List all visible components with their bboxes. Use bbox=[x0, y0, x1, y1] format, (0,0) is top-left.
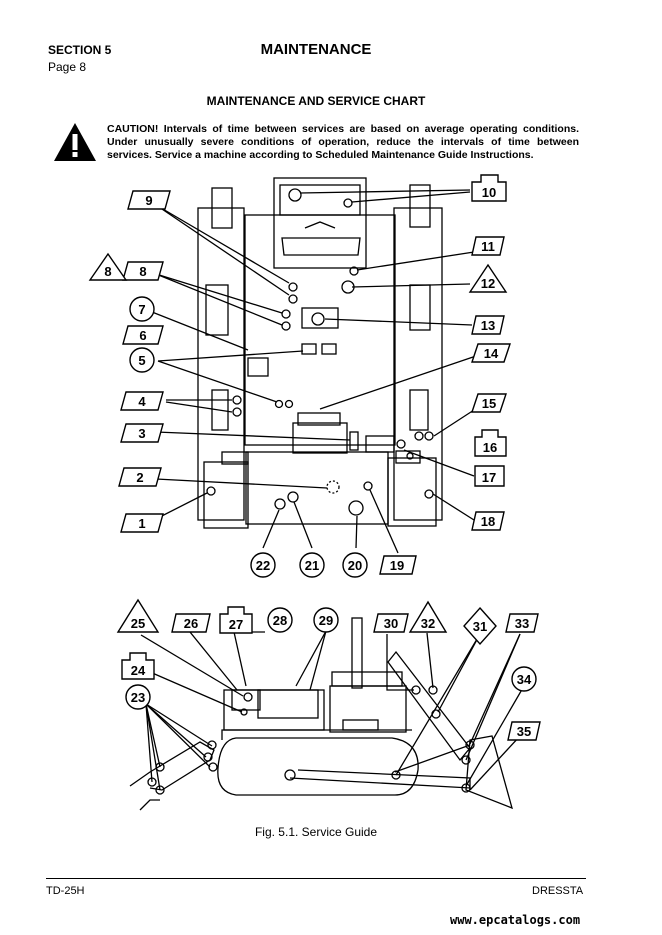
callout-32 bbox=[408, 600, 448, 633]
callout-4-text: 4 bbox=[138, 394, 146, 409]
callout-31 bbox=[463, 606, 497, 646]
callout-24 bbox=[121, 652, 155, 680]
callout-17-text: 17 bbox=[482, 470, 496, 485]
callout-15 bbox=[471, 393, 507, 413]
callout-29-text: 29 bbox=[319, 613, 333, 628]
callout-9-text: 9 bbox=[145, 193, 152, 208]
callout-8b bbox=[122, 261, 164, 281]
callout-30 bbox=[373, 613, 409, 633]
callout-13 bbox=[471, 315, 505, 335]
callout-7 bbox=[129, 296, 155, 322]
figure-caption: Fig. 5.1. Service Guide bbox=[254, 825, 378, 839]
callout-11-text: 11 bbox=[481, 239, 495, 254]
callout-23 bbox=[125, 684, 151, 710]
callout-27-text: 27 bbox=[229, 617, 243, 632]
callout-25-text: 25 bbox=[131, 616, 145, 631]
callout-27 bbox=[219, 606, 253, 634]
callout-9 bbox=[127, 190, 171, 210]
callout-5-text: 5 bbox=[138, 353, 145, 368]
callout-23-text: 23 bbox=[131, 690, 145, 705]
footer-brand: DRESSTA bbox=[532, 885, 584, 897]
callout-2-text: 2 bbox=[136, 470, 143, 485]
callout-8a bbox=[88, 252, 128, 281]
callout-14 bbox=[471, 343, 511, 363]
callout-33-text: 33 bbox=[515, 616, 529, 631]
callout-25 bbox=[116, 598, 160, 633]
footer-model: TD-25H bbox=[46, 885, 85, 897]
callout-20 bbox=[342, 552, 368, 578]
callout-2 bbox=[118, 467, 162, 487]
callout-21-text: 21 bbox=[305, 558, 319, 573]
callout-33 bbox=[505, 613, 539, 633]
callout-16-text: 16 bbox=[483, 440, 497, 455]
callout-28-text: 28 bbox=[273, 613, 287, 628]
callout-18-text: 18 bbox=[481, 514, 495, 529]
callout-13-text: 13 bbox=[481, 318, 495, 333]
callout-21 bbox=[299, 552, 325, 578]
callout-24-text: 24 bbox=[131, 663, 146, 678]
callout-32-text: 32 bbox=[421, 616, 435, 631]
page-number: Page 8 bbox=[48, 60, 87, 74]
callout-5 bbox=[129, 347, 155, 373]
callout-11 bbox=[471, 236, 505, 256]
callout-30-text: 30 bbox=[384, 616, 398, 631]
callout-10-text: 10 bbox=[482, 185, 496, 200]
callout-31-text: 31 bbox=[473, 619, 487, 634]
callout-12 bbox=[468, 263, 508, 293]
callout-7-text: 7 bbox=[138, 302, 145, 317]
callout-1 bbox=[120, 513, 164, 533]
callout-19 bbox=[379, 555, 417, 575]
callout-16 bbox=[474, 429, 507, 457]
callout-20-text: 20 bbox=[348, 558, 362, 573]
callout-14-text: 14 bbox=[484, 346, 499, 361]
track-side bbox=[217, 737, 419, 796]
callout-18 bbox=[471, 511, 505, 531]
warning-triangle-icon bbox=[54, 123, 96, 161]
callout-35 bbox=[507, 721, 541, 741]
left-track bbox=[197, 207, 245, 521]
callout-6 bbox=[122, 325, 164, 345]
callout-15-text: 15 bbox=[482, 396, 496, 411]
callout-17 bbox=[474, 465, 505, 487]
callout-8a-text: 8 bbox=[104, 264, 111, 279]
callout-8b-text: 8 bbox=[139, 264, 146, 279]
callout-22 bbox=[250, 552, 276, 578]
callout-4 bbox=[120, 391, 164, 411]
page-title: MAINTENANCE bbox=[260, 41, 372, 58]
callout-6-text: 6 bbox=[139, 328, 146, 343]
callout-22-text: 22 bbox=[256, 558, 270, 573]
callout-10 bbox=[471, 174, 507, 202]
right-track bbox=[393, 207, 443, 521]
section-label: SECTION 5 bbox=[48, 43, 112, 57]
callout-12-text: 12 bbox=[481, 276, 495, 291]
callout-1-text: 1 bbox=[138, 516, 145, 531]
callout-3 bbox=[120, 423, 164, 443]
blade bbox=[465, 735, 513, 810]
callout-26 bbox=[171, 613, 211, 633]
callout-34-text: 34 bbox=[517, 672, 532, 687]
footer-divider bbox=[46, 878, 586, 879]
callout-28 bbox=[267, 607, 293, 633]
watermark-link[interactable]: www.epcatalogs.com bbox=[450, 913, 581, 927]
caution-text: CAUTION! Intervals of time between servi… bbox=[107, 123, 579, 161]
callout-19-text: 19 bbox=[390, 558, 404, 573]
callout-35-text: 35 bbox=[517, 724, 531, 739]
chart-title: MAINTENANCE AND SERVICE CHART bbox=[206, 94, 426, 108]
callout-29 bbox=[313, 607, 339, 633]
callout-34 bbox=[511, 666, 537, 692]
callout-3-text: 3 bbox=[138, 426, 145, 441]
callout-26-text: 26 bbox=[184, 616, 198, 631]
